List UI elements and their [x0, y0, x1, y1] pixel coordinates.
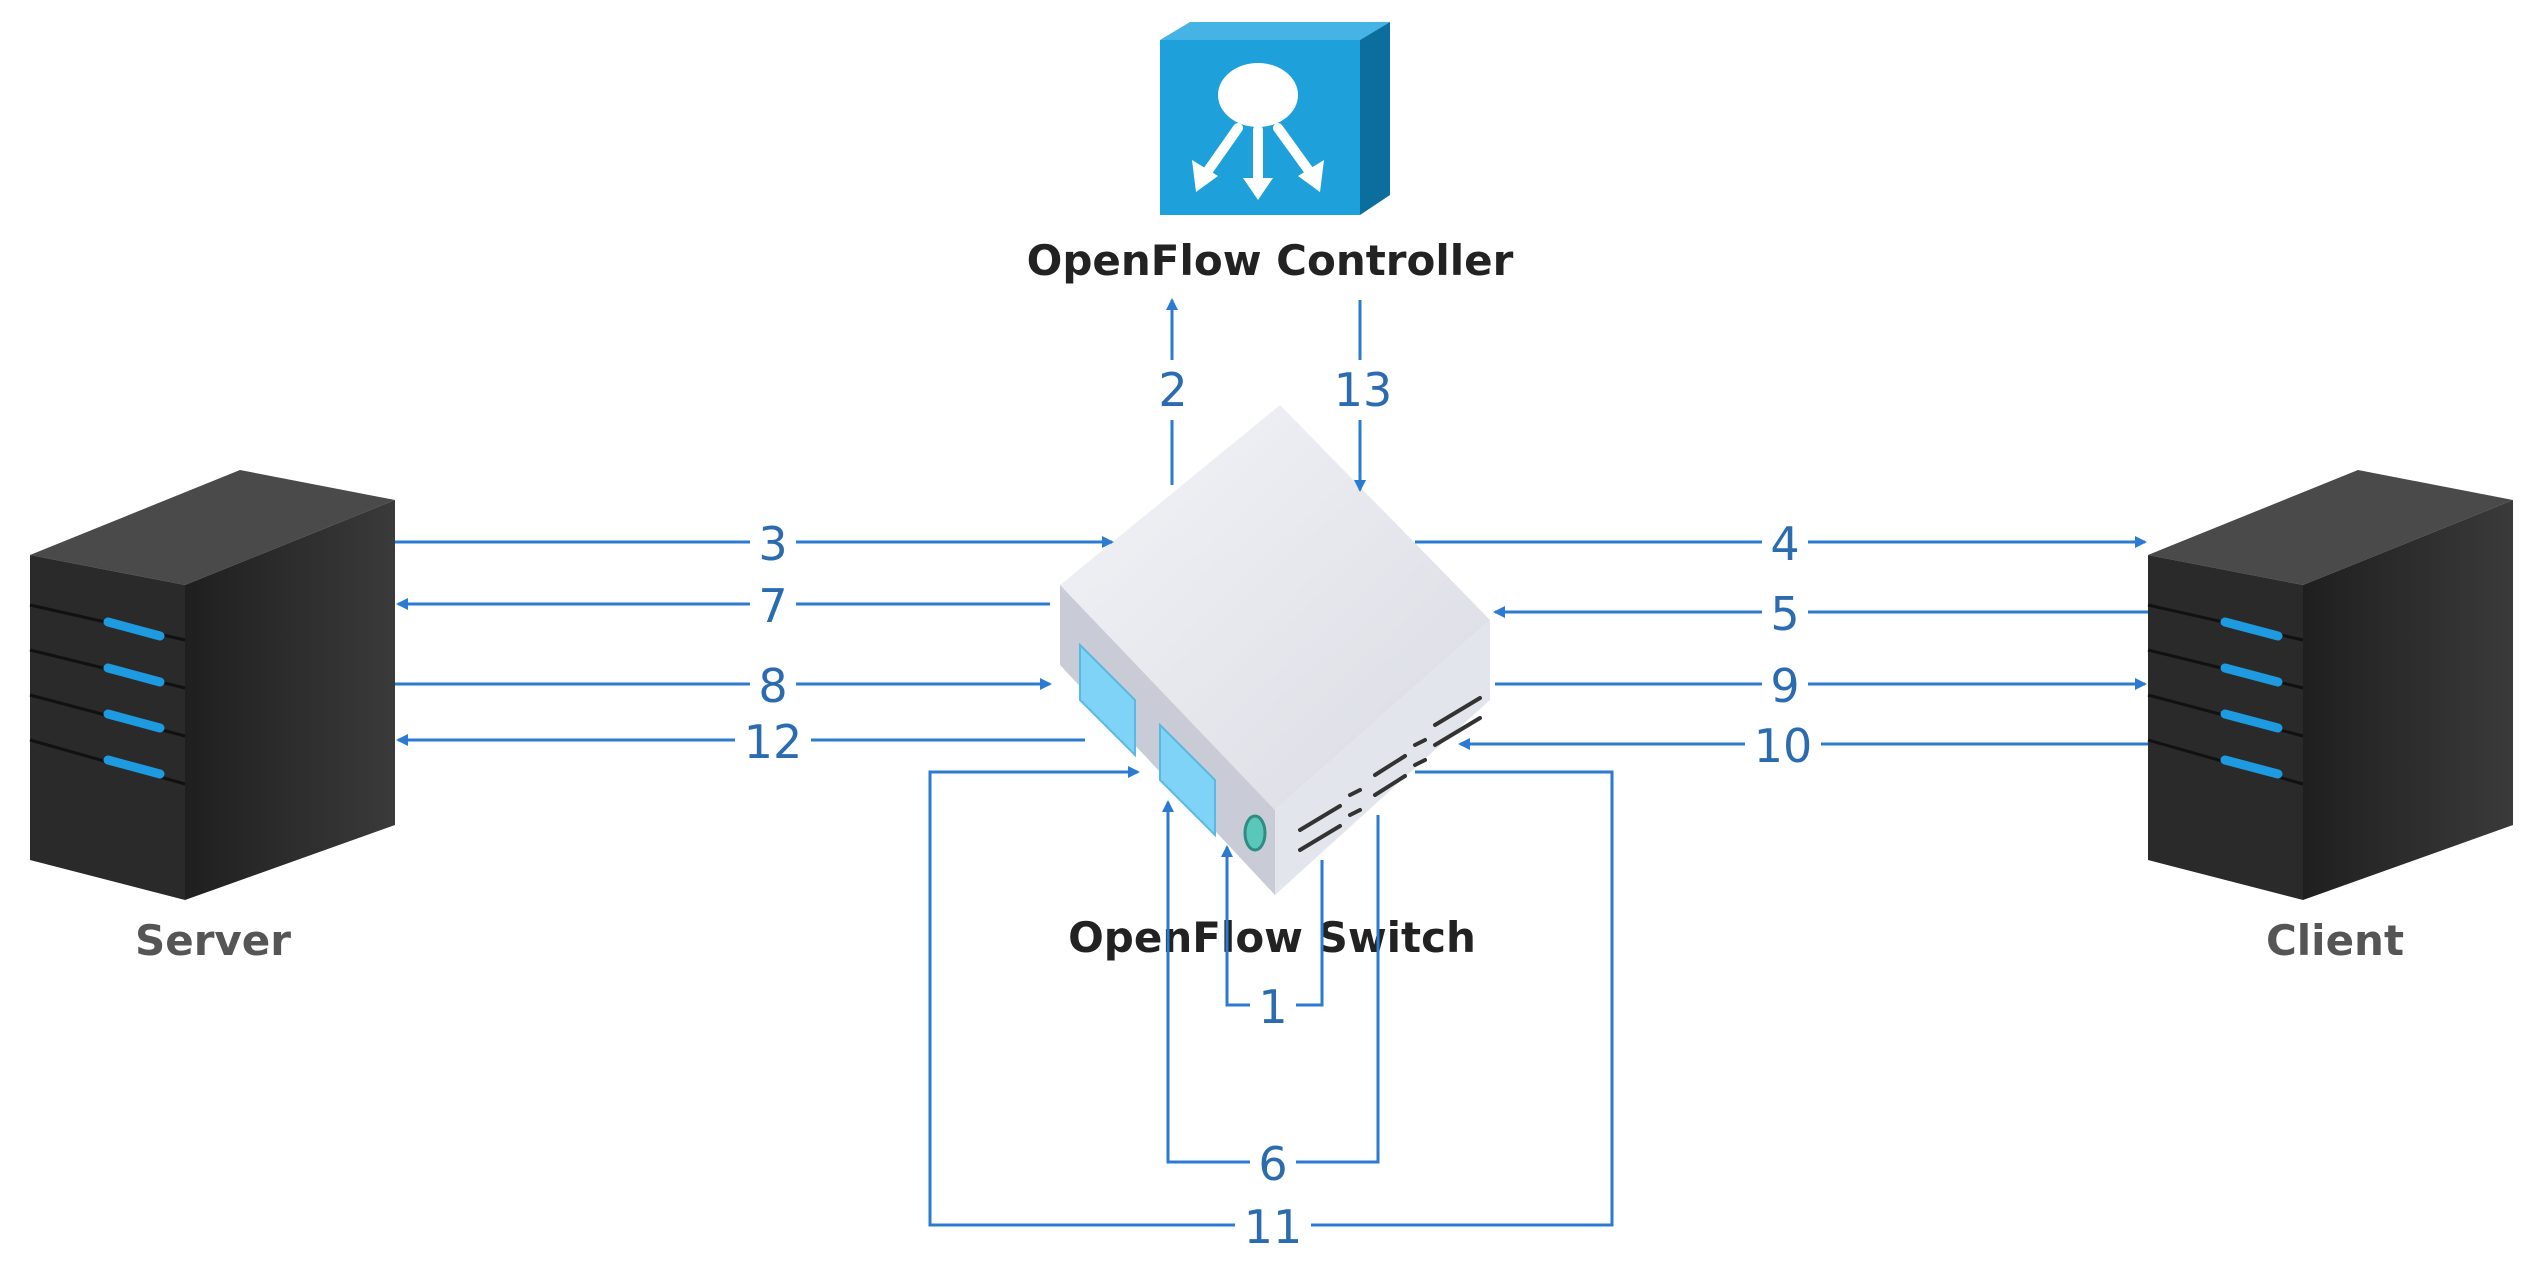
client-label: Client [2266, 916, 2404, 965]
step-label-3: 3 [758, 517, 787, 571]
step-label-4: 4 [1770, 517, 1799, 571]
step-label-10: 10 [1754, 719, 1813, 773]
step-label-2: 2 [1158, 363, 1187, 417]
step-label-13: 13 [1334, 363, 1393, 417]
step-label-12: 12 [744, 715, 803, 769]
step-label-8: 8 [758, 659, 787, 713]
controller-label: OpenFlow Controller [1027, 236, 1514, 285]
controller-icon [1160, 22, 1390, 215]
step-label-7: 7 [758, 579, 787, 633]
step-label-9: 9 [1770, 659, 1799, 713]
step-label-11: 11 [1244, 1200, 1303, 1254]
switch-icon [1060, 405, 1490, 895]
step-label-1: 1 [1258, 980, 1287, 1034]
step-label-5: 5 [1770, 587, 1799, 641]
server-label: Server [135, 916, 291, 965]
step-label-6: 6 [1258, 1137, 1287, 1191]
client-icon [2147, 470, 2513, 900]
switch-label: OpenFlow Switch [1068, 913, 1476, 962]
server-icon [29, 470, 395, 900]
